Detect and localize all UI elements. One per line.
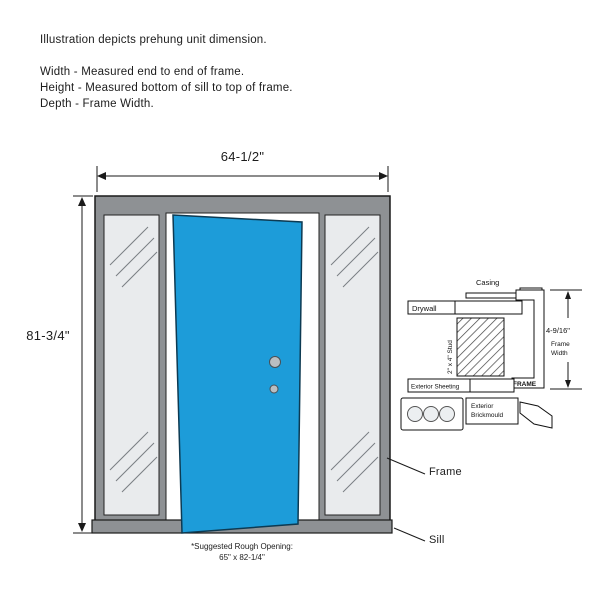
door-deadbolt: [269, 384, 279, 394]
frame-callout-label: Frame: [429, 466, 462, 478]
mould-circle-icon: [423, 406, 439, 422]
frame-width-word-1: Frame: [551, 341, 570, 348]
brickmould-label-1: Exterior: [471, 403, 494, 410]
cross-section-detail: Casing Drywall 2" x 4" Stud FRAME 4-9/16…: [400, 278, 582, 431]
frame-leader-line: [386, 457, 426, 475]
sidelite-right: [324, 214, 381, 516]
sidelite-left: [103, 214, 160, 516]
brickmould-profile: [519, 401, 553, 429]
arrow-down-icon: [78, 523, 86, 532]
note-width: Width - Measured end to end of frame.: [40, 66, 245, 78]
sill-leader-line: [393, 527, 426, 542]
mould-circle-icon: [439, 406, 455, 422]
note-depth: Depth - Frame Width.: [40, 98, 154, 110]
sheeting-strip: [407, 378, 515, 393]
drywall-strip: [407, 300, 523, 315]
frame-width-dim-label: 4-9/16": [546, 326, 570, 335]
arrow-up-small-icon: [565, 291, 571, 299]
stud-label: 2" x 4" Stud: [447, 340, 454, 374]
glass-reflections-left: [109, 226, 158, 493]
brickmould-label-2: Brickmould: [471, 412, 504, 419]
arrow-up-icon: [78, 197, 86, 206]
sheeting-label: Exterior Sheeting: [411, 384, 460, 391]
door-panel: [172, 214, 303, 534]
arrow-right-icon: [379, 172, 388, 180]
rough-opening-value: 65" x 82-1/4": [219, 553, 265, 562]
sill-callout-label: Sill: [429, 534, 445, 546]
frame-jamb-profile: [511, 289, 545, 389]
intro-title: Illustration depicts prehung unit dimens…: [40, 34, 267, 46]
brickmould-label-box: [465, 397, 519, 425]
frame-width-word-2: Width: [551, 350, 568, 357]
arrow-down-small-icon: [565, 380, 571, 388]
rough-opening-title: *Suggested Rough Opening:: [191, 542, 293, 551]
note-height: Height - Measured bottom of sill to top …: [40, 82, 293, 94]
width-dimension: [96, 166, 389, 192]
drywall-label: Drywall: [412, 304, 437, 313]
casing-label: Casing: [476, 278, 499, 287]
prehung-unit: [91, 195, 393, 534]
mould-circle-icon: [407, 406, 423, 422]
door-knob: [269, 356, 281, 368]
width-dimension-label: 64-1/2": [220, 149, 265, 164]
rough-opening-note: *Suggested Rough Opening: 65" x 82-1/4": [130, 541, 354, 563]
intro-text: Illustration depicts prehung unit dimens…: [40, 32, 293, 112]
frame-bold-label: FRAME: [513, 381, 537, 388]
frame-width-dimension: [550, 289, 582, 390]
arrow-left-icon: [97, 172, 106, 180]
glass-reflections-right: [330, 226, 379, 493]
height-dimension-label: 81-3/4": [26, 328, 70, 343]
height-dimension: [73, 195, 93, 534]
